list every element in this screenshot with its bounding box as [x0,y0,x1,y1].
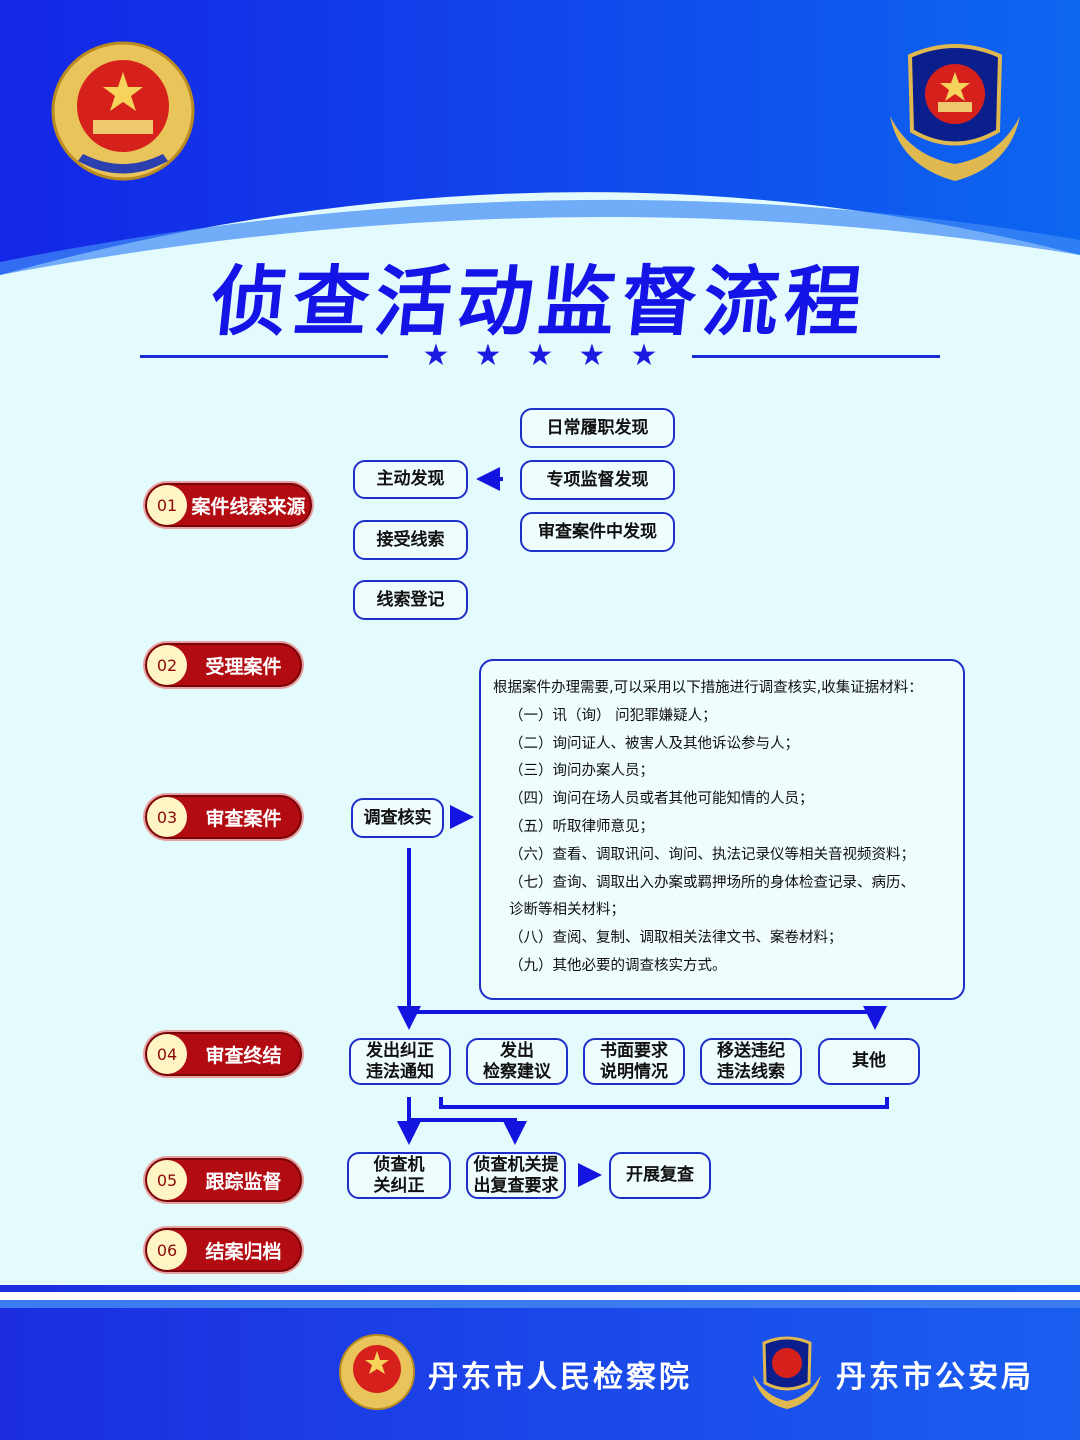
star-icon: ★ [526,338,554,373]
special-supervision-box: 专项监督发现 [520,460,675,500]
measure-item: （四）询问在场人员或者其他可能知情的人员； [509,791,814,808]
star-icon: ★ [578,338,606,373]
star-icon: ★ [630,338,658,373]
step-05: 05 跟踪监督 [145,1158,302,1202]
measure-item: （五）听取律师意见； [509,818,654,835]
measure-item: （一）讯（询） 问犯罪嫌疑人； [509,707,717,724]
box-line: 违法线索 [717,1061,785,1082]
written-explanation-box: 书面要求说明情况 [583,1038,685,1085]
box-line: 出复查要求 [473,1175,559,1196]
procuratorate-emblem [51,41,195,181]
box-line: 书面要求 [600,1040,668,1061]
register-clue-box: 线索登记 [353,580,468,620]
step-number: 02 [147,645,187,685]
verify-box: 调查核实 [351,798,444,838]
procuratorial-suggestion-box: 发出检察建议 [466,1038,568,1085]
step-label: 结案归档 [205,1240,282,1263]
receive-clue-box: 接受线索 [353,520,468,560]
branch-line [409,1006,887,1030]
step-number: 06 [147,1230,187,1270]
box-line: 发出纠正 [366,1040,434,1061]
footer-procuratorate: 丹东市人民检察院 [428,1360,692,1395]
step-02: 02 受理案件 [145,643,302,687]
measure-item: （八）查阅、复制、调取相关法律文书、案卷材料； [509,930,843,947]
step-04: 04 审查终结 [145,1032,302,1076]
step-06: 06 结案归档 [145,1228,302,1272]
step-label: 审查案件 [205,807,282,830]
procuratorate-emblem-small [339,1334,415,1410]
box-line: 检察建议 [483,1061,551,1082]
police-emblem [890,44,1020,181]
measures-box: 根据案件办理需要,可以采用以下措施进行调查核实,收集证据材料： （一）讯（询） … [479,659,965,1000]
correction-notice-box: 发出纠正违法通知 [349,1038,451,1085]
title-divider-left [140,355,388,358]
measure-item-continued: 诊断等相关材料； [509,902,625,919]
footer-police: 丹东市公安局 [836,1360,1034,1395]
box-line: 关纠正 [373,1175,425,1196]
box-line: 违法通知 [366,1061,434,1082]
transfer-clue-box: 移送违纪违法线索 [700,1038,802,1085]
police-emblem-small [753,1336,821,1409]
step-number: 05 [147,1160,187,1200]
police-request-box: 侦查机关提出复查要求 [466,1152,566,1199]
step-label: 受理案件 [205,655,282,678]
box-line: 说明情况 [600,1061,668,1082]
police-correct-box: 侦查机关纠正 [347,1152,451,1199]
box-line: 侦查机关提 [473,1154,559,1175]
step-label: 跟踪监督 [205,1170,282,1193]
title-divider-right [692,355,940,358]
step-number: 01 [147,485,187,525]
recheck-box: 开展复查 [609,1152,711,1199]
daily-duty-box: 日常履职发现 [520,408,675,448]
step-label: 案件线索来源 [191,495,306,518]
case-review-box: 审查案件中发现 [520,512,675,552]
box-line: 移送违纪 [717,1040,785,1061]
measure-item: （九）其他必要的调查核实方式。 [509,957,727,974]
measure-item: （七）查询、调取出入办案或羁押场所的身体检查记录、病历、 [509,874,915,891]
box-line: 侦查机 [373,1154,425,1175]
step-03: 03 审查案件 [145,795,302,839]
box-line: 发出 [500,1040,534,1061]
measure-item: （二）询问证人、被害人及其他诉讼参与人； [509,735,799,752]
star-icon: ★ [422,338,450,373]
step-number: 04 [147,1034,187,1074]
measures-intro: 根据案件办理需要,可以采用以下措施进行调查核实,收集证据材料： [493,680,923,696]
measure-item: （三）询问办案人员； [509,763,654,780]
star-icon: ★ [474,338,502,373]
step-number: 03 [147,797,187,837]
step-label: 审查终结 [205,1044,282,1067]
active-discovery-box: 主动发现 [353,460,468,499]
bracket-line [439,1097,889,1109]
other-box: 其他 [818,1038,920,1085]
measure-item: （六）查看、调取讯问、询问、执法记录仪等相关音视频资料； [509,846,915,863]
